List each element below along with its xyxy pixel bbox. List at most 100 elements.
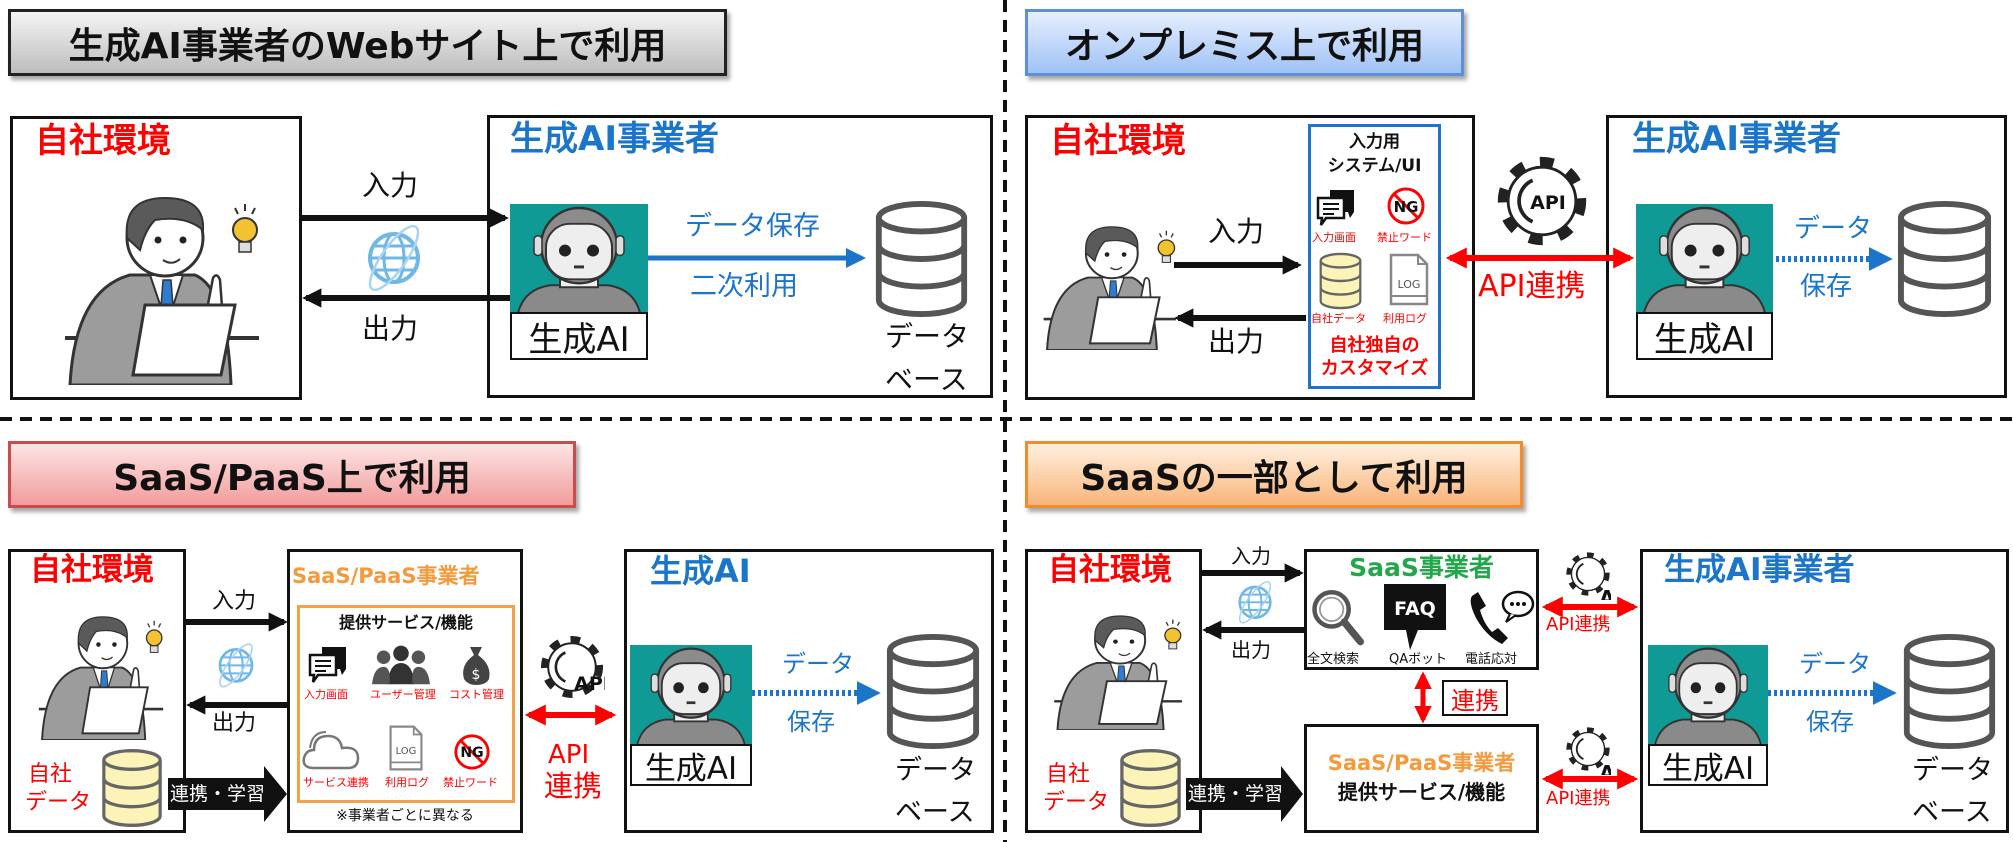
q2-icon-label-input-screen: 入力画面: [1312, 231, 1356, 244]
q2-save-label: 保存: [1800, 272, 1853, 302]
ng-icon: NG: [1386, 186, 1426, 226]
q1-db-label-1: データ: [885, 320, 970, 353]
log-icon-text: LOG: [396, 746, 417, 757]
q4-db-label-2: ベース: [1912, 797, 1992, 828]
q3-service-input-screen: 入力画面: [304, 688, 348, 701]
faq-icon: FAQ: [1384, 584, 1446, 650]
q4-api-link-label-top: API連携: [1546, 614, 1611, 635]
q2-genai-label: 生成AI: [1636, 312, 1773, 360]
q1-genai-label: 生成AI: [510, 312, 648, 360]
q4-own-data-label-2: データ: [1043, 790, 1110, 815]
q1-data-store-label: データ保存: [685, 211, 820, 242]
q2-api-link-label: API連携: [1478, 269, 1586, 304]
q3-note: ※事業者ごとに異なる: [336, 808, 474, 824]
api-gear-text: API: [1530, 192, 1566, 214]
q4-own-data-label-1: 自社: [1046, 762, 1091, 787]
q2-self-env-label: 自社環境: [1050, 121, 1186, 161]
q1-db-label-2: ベース: [885, 363, 968, 396]
q4-genai-vendor-label: 生成AI事業者: [1664, 552, 1855, 588]
api-gear-text: API: [1599, 586, 1611, 600]
api-gear-icon: API: [1565, 723, 1611, 775]
q1-title: 生成AI事業者のWebサイト上で利用: [8, 9, 727, 76]
q3-api-label-2: 連携: [544, 769, 603, 803]
faq-icon-text: FAQ: [1394, 598, 1436, 620]
q4-title: SaaSの一部として利用: [1025, 441, 1523, 508]
q3-output-label: 出力: [212, 711, 257, 736]
q3-db-label-1: データ: [895, 755, 976, 786]
q3-genai-box-label: 生成AI: [650, 552, 751, 590]
log-file-icon: LOG: [388, 724, 424, 772]
q3-input-label: 入力: [212, 589, 257, 614]
q2-icon-label-usage-log: 利用ログ: [1383, 312, 1427, 325]
q3-self-env-label: 自社環境: [30, 552, 154, 588]
q3-save-label: 保存: [787, 708, 835, 736]
q1-genai-vendor-label: 生成AI事業者: [510, 119, 719, 159]
q2-output-label: 出力: [1208, 325, 1265, 358]
q4-learn-label: 連携・学習: [1188, 783, 1284, 805]
q1-output-label: 出力: [362, 312, 419, 345]
q4-save-label: 保存: [1806, 708, 1854, 736]
q2-system-label-2: システム/UI: [1327, 156, 1422, 176]
api-gear-icon: API: [539, 633, 605, 701]
q4-genai-label: 生成AI: [1648, 744, 1768, 787]
q4-api-link-label-bottom: API連携: [1546, 788, 1611, 809]
q3-data-label: データ: [782, 650, 854, 678]
q3-service-cost-mgmt: コスト管理: [449, 688, 504, 701]
q4-self-env-label: 自社環境: [1048, 552, 1172, 588]
q3-title: SaaS/PaaS上で利用: [8, 441, 576, 508]
q4-data-label: データ: [1799, 650, 1871, 678]
q1-title-text: 生成AI事業者のWebサイト上で利用: [68, 25, 667, 67]
q1-input-label: 入力: [362, 169, 419, 202]
q3-api-label-1: API: [548, 740, 590, 770]
q3-own-data-label-1: 自社: [28, 762, 73, 787]
q2-data-label: データ: [1794, 214, 1873, 244]
ng-icon-text: NG: [460, 745, 483, 761]
q2-custom-label-2: カスタマイズ: [1320, 358, 1429, 379]
api-gear-icon: API: [1495, 152, 1589, 250]
q4-feature-qa-bot: QAボット: [1389, 652, 1448, 667]
q4-link-label: 連携: [1442, 680, 1508, 716]
q4-output-label: 出力: [1231, 638, 1271, 662]
q4-learn-block-arrow: [1186, 766, 1303, 822]
api-gear-text: API: [574, 673, 605, 695]
ng-icon: NG: [453, 733, 491, 771]
q3-service-service-link: サービス連携: [303, 776, 369, 789]
q2-icon-label-ng-words: 禁止ワード: [1377, 231, 1432, 244]
q3-service-user-mgmt: ユーザー管理: [370, 688, 436, 701]
q3-learn-label: 連携・学習: [170, 783, 266, 805]
log-file-icon: LOG: [1388, 252, 1430, 307]
q2-input-label: 入力: [1208, 215, 1265, 248]
q4-db-label-1: データ: [1912, 755, 1993, 786]
q2-title: オンプレミス上で利用: [1025, 9, 1464, 76]
q1-secondary-use-label: 二次利用: [690, 271, 798, 302]
q4-input-label: 入力: [1231, 544, 1271, 568]
q2-genai-vendor-label: 生成AI事業者: [1632, 119, 1841, 159]
q3-learn-block-arrow: [168, 766, 287, 822]
q2-system-label-1: 入力用: [1349, 132, 1400, 152]
q1-self-env-label: 自社環境: [35, 121, 171, 161]
q4-paas-services-label: 提供サービス/機能: [1337, 780, 1506, 804]
q2-custom-label-1: 自社独自の: [1329, 335, 1420, 356]
q3-db-label-2: ベース: [895, 797, 975, 828]
q2-title-text: オンプレミス上で利用: [1065, 25, 1424, 67]
q3-title-text: SaaS/PaaS上で利用: [113, 457, 471, 499]
ng-icon-text: NG: [1394, 198, 1419, 216]
q2-icon-label-own-data: 自社データ: [1311, 312, 1366, 325]
q4-saas-paas-label: SaaS/PaaS事業者: [1327, 751, 1516, 775]
q4-saas-label: SaaS事業者: [1349, 553, 1494, 582]
q3-service-usage-log: 利用ログ: [385, 776, 429, 789]
q4-feature-fulltext-search: 全文検索: [1307, 652, 1360, 667]
q3-own-data-label-2: データ: [25, 790, 92, 815]
log-icon-text: LOG: [1398, 278, 1421, 291]
api-gear-text: API: [1599, 761, 1611, 775]
q3-services-title: 提供サービス/機能: [339, 613, 473, 632]
api-gear-icon: API: [1565, 548, 1611, 600]
q3-saas-paas-box: [287, 549, 523, 833]
q3-services-box: [297, 605, 515, 803]
q4-saas-paas-box: [1304, 724, 1539, 833]
q3-genai-label: 生成AI: [630, 744, 752, 787]
q4-feature-phone-response: 電話応対: [1465, 652, 1518, 667]
q3-saas-paas-label: SaaS/PaaS事業者: [292, 564, 480, 588]
